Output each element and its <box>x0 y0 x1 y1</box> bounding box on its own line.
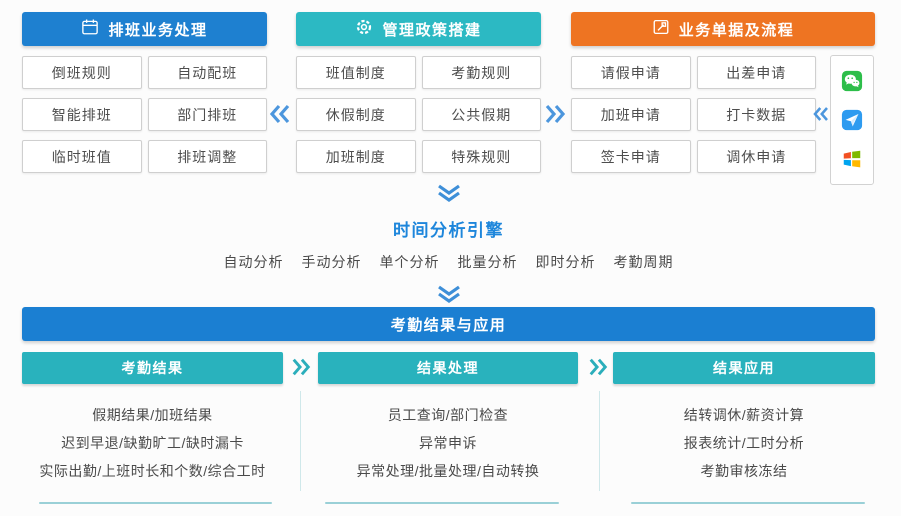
node-box: 临时班值 <box>22 140 142 173</box>
chevron-right-icon <box>586 357 610 379</box>
section-documents-grid: 请假申请 出差申请 加班申请 打卡数据 签卡申请 调休申请 <box>571 56 816 173</box>
node-box: 加班申请 <box>571 98 691 131</box>
section-scheduling-header: 排班业务处理 <box>22 12 267 46</box>
node-box: 特殊规则 <box>421 140 541 173</box>
result-item: 员工查询/部门检查 <box>387 407 509 423</box>
engine-mode: 考勤周期 <box>613 254 674 270</box>
chevron-left-icon <box>268 103 292 125</box>
result-column-header-attendance: 考勤结果 <box>22 352 283 384</box>
engine-modes: 自动分析 手动分析 单个分析 批量分析 即时分析 考勤周期 <box>22 252 875 272</box>
result-column-title: 结果处理 <box>417 360 479 376</box>
result-column-header-processing: 结果处理 <box>318 352 578 384</box>
node-box: 加班制度 <box>296 140 416 173</box>
chevron-right-icon <box>543 103 567 125</box>
node-box: 班值制度 <box>296 56 416 89</box>
result-item: 报表统计/工时分析 <box>683 435 805 451</box>
engine-mode: 自动分析 <box>223 254 284 270</box>
section-policy-title: 管理政策搭建 <box>382 21 482 39</box>
channel-icons-panel <box>830 55 874 185</box>
section-documents-title: 业务单据及流程 <box>678 21 795 39</box>
engine-mode: 即时分析 <box>535 254 596 270</box>
node-box: 部门排班 <box>147 98 267 131</box>
node-box: 签卡申请 <box>571 140 691 173</box>
column-divider <box>300 391 301 491</box>
node-box: 智能排班 <box>22 98 142 131</box>
result-list-processing: 员工查询/部门检查 异常申诉 异常处理/批量处理/自动转换 <box>318 401 578 485</box>
chevron-down-icon <box>22 285 875 308</box>
form-flow-icon <box>652 18 670 40</box>
section-documents-header: 业务单据及流程 <box>571 12 875 46</box>
cutoff-box-edge <box>39 502 272 504</box>
result-list-application: 结转调休/薪资计算 报表统计/工时分析 考勤审核冻结 <box>613 401 875 485</box>
result-list-attendance: 假期结果/加班结果 迟到早退/缺勤旷工/缺时漏卡 实际出勤/上班时长和个数/综合… <box>22 401 283 485</box>
cutoff-box-edge <box>631 502 865 504</box>
engine-mode: 批量分析 <box>457 254 518 270</box>
node-box: 考勤规则 <box>421 56 541 89</box>
result-item: 异常申诉 <box>419 435 477 451</box>
node-box: 出差申请 <box>696 56 816 89</box>
section-documents: 业务单据及流程 请假申请 出差申请 加班申请 打卡数据 签卡申请 调休申请 <box>571 12 875 185</box>
result-column-header-application: 结果应用 <box>613 352 875 384</box>
engine-mode: 单个分析 <box>379 254 440 270</box>
windows-icon <box>841 148 863 170</box>
engine-title: 时间分析引擎 <box>393 221 504 240</box>
node-box: 公共假期 <box>421 98 541 131</box>
engine-mode: 手动分析 <box>301 254 362 270</box>
node-box: 休假制度 <box>296 98 416 131</box>
chevron-left-icon <box>812 103 836 125</box>
result-column-title: 结果应用 <box>713 360 775 376</box>
section-policy-grid: 班值制度 考勤规则 休假制度 公共假期 加班制度 特殊规则 <box>296 56 541 173</box>
result-item: 迟到早退/缺勤旷工/缺时漏卡 <box>61 435 244 451</box>
results-banner-title: 考勤结果与应用 <box>390 316 507 334</box>
calendar-icon <box>81 18 99 40</box>
result-item: 实际出勤/上班时长和个数/综合工时 <box>39 463 266 479</box>
result-item: 异常处理/批量处理/自动转换 <box>356 463 540 479</box>
result-item: 假期结果/加班结果 <box>92 407 213 423</box>
paper-plane-app-icon <box>841 109 863 131</box>
section-policy: 管理政策搭建 班值制度 考勤规则 休假制度 公共假期 加班制度 特殊规则 <box>296 12 541 173</box>
node-box: 倒班规则 <box>22 56 142 89</box>
section-scheduling-grid: 倒班规则 自动配班 智能排班 部门排班 临时班值 排班调整 <box>22 56 267 173</box>
node-box: 请假申请 <box>571 56 691 89</box>
result-item: 结转调休/薪资计算 <box>683 407 805 423</box>
node-box: 排班调整 <box>147 140 267 173</box>
result-item: 考勤审核冻结 <box>700 463 788 479</box>
results-banner: 考勤结果与应用 <box>22 307 875 341</box>
column-divider <box>599 391 600 491</box>
node-box: 调休申请 <box>696 140 816 173</box>
section-policy-header: 管理政策搭建 <box>296 12 541 46</box>
gear-icon <box>355 18 373 40</box>
node-box: 自动配班 <box>147 56 267 89</box>
section-scheduling-title: 排班业务处理 <box>108 21 208 39</box>
cutoff-box-edge <box>325 502 559 504</box>
chevron-down-icon <box>22 184 875 207</box>
chevron-right-icon <box>289 357 313 379</box>
section-scheduling: 排班业务处理 倒班规则 自动配班 智能排班 部门排班 临时班值 排班调整 <box>22 12 267 173</box>
time-analysis-engine: 时间分析引擎 自动分析 手动分析 单个分析 批量分析 即时分析 考勤周期 <box>22 184 875 308</box>
wechat-icon <box>841 70 863 92</box>
node-box: 打卡数据 <box>696 98 816 131</box>
result-column-title: 考勤结果 <box>121 360 184 376</box>
